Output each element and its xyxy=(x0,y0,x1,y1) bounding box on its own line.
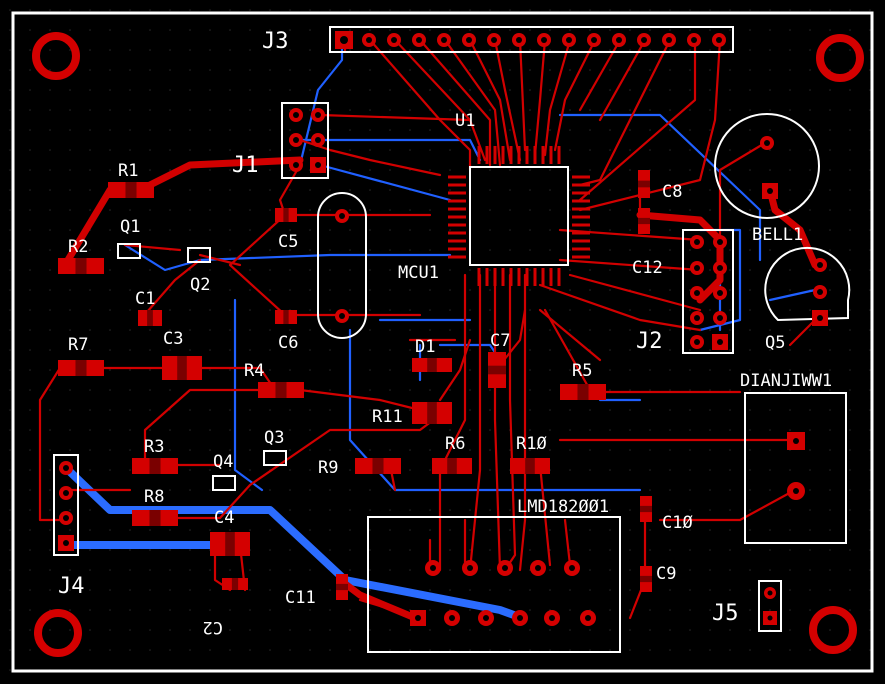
r1-label: R1 xyxy=(118,161,138,181)
q1-label: Q1 xyxy=(120,217,140,237)
r4-pads xyxy=(258,382,304,398)
r11-label: R11 xyxy=(372,407,403,427)
bottom-traces xyxy=(62,38,817,622)
r9-label: R9 xyxy=(318,458,338,478)
j1-header: J1 xyxy=(232,102,329,179)
c7-label: C7 xyxy=(490,331,510,351)
r4-label: R4 xyxy=(244,361,264,381)
dianjiww1-label: DIANJIWW1 xyxy=(740,371,832,391)
q5-label: Q5 xyxy=(765,333,785,353)
c12-label: C12 xyxy=(632,258,663,278)
mounting-holes xyxy=(32,32,864,657)
j2-header: J2 xyxy=(636,229,734,354)
c10-label: C1Ø xyxy=(662,513,693,533)
c2-label: C2 xyxy=(203,617,223,637)
mcu1-chip: U1 MCU1 xyxy=(398,111,590,286)
dianjiww1: DIANJIWW1 xyxy=(740,371,847,544)
r2-label: R2 xyxy=(68,237,88,257)
r7-label: R7 xyxy=(68,335,88,355)
c6-label: C6 xyxy=(278,333,298,353)
c9-label: C9 xyxy=(656,564,676,584)
r10-label: R1Ø xyxy=(516,434,547,454)
d1-label: D1 xyxy=(415,337,435,357)
r11-pads xyxy=(412,402,452,424)
j5-header: J5 xyxy=(712,580,782,632)
c9-pads xyxy=(640,566,652,592)
c5-pads xyxy=(275,208,297,222)
r6-pads xyxy=(432,458,472,474)
c11-label: C11 xyxy=(285,588,316,608)
r10-pads xyxy=(510,458,550,474)
c3-label: C3 xyxy=(163,329,183,349)
bell1-label: BELL1 xyxy=(752,225,803,245)
c2-pads xyxy=(222,578,248,590)
c7-pads xyxy=(488,352,506,388)
r6-label: R6 xyxy=(445,434,465,454)
c3-pads xyxy=(162,356,202,380)
component-labels: R1 R2 Q1 Q2 C5 C1 C3 C6 C8 C12 R7 R4 D1 … xyxy=(68,161,693,637)
c5-label: C5 xyxy=(278,232,298,252)
u1-label: U1 xyxy=(455,111,475,131)
q4-label: Q4 xyxy=(213,452,233,472)
r8-label: R8 xyxy=(144,487,164,507)
crystal xyxy=(317,192,367,339)
c4-label: C4 xyxy=(214,508,234,528)
j3-header: J3 xyxy=(262,26,734,54)
j4-label: J4 xyxy=(58,574,85,599)
c8-label: C8 xyxy=(662,182,682,202)
j3-label: J3 xyxy=(262,29,289,54)
bell1: BELL1 xyxy=(714,113,820,245)
j5-label: J5 xyxy=(712,601,739,626)
c1-pads xyxy=(138,310,162,326)
c8-pads xyxy=(638,170,650,198)
c6-pads xyxy=(275,310,297,324)
c1-label: C1 xyxy=(135,289,155,309)
c12-pads xyxy=(638,208,650,234)
board-outline xyxy=(11,11,874,673)
lmd-label: LMD182ØØ1 xyxy=(517,497,609,517)
r1-pads xyxy=(108,182,154,198)
r8-pads xyxy=(132,510,178,526)
c11-pads xyxy=(336,574,348,600)
r7-pads xyxy=(58,360,104,376)
transistors xyxy=(117,243,287,491)
j1-label: J1 xyxy=(232,153,259,178)
d1-pads xyxy=(412,358,452,372)
q2-label: Q2 xyxy=(190,275,210,295)
r9-pads xyxy=(355,458,401,474)
lmd-display: LMD182ØØ1 xyxy=(367,497,621,653)
q5: Q5 xyxy=(764,246,851,353)
r2-pads xyxy=(58,258,104,274)
smd-components xyxy=(58,170,652,600)
c10-pads xyxy=(640,496,652,522)
r3-label: R3 xyxy=(144,437,164,457)
c4-pads xyxy=(210,532,250,556)
mcu1-label: MCU1 xyxy=(398,263,439,283)
r5-pads xyxy=(560,384,606,400)
j4-header: J4 xyxy=(53,454,85,599)
j2-label: J2 xyxy=(636,329,663,354)
r3-pads xyxy=(132,458,178,474)
r5-label: R5 xyxy=(572,361,592,381)
q3-label: Q3 xyxy=(264,428,284,448)
